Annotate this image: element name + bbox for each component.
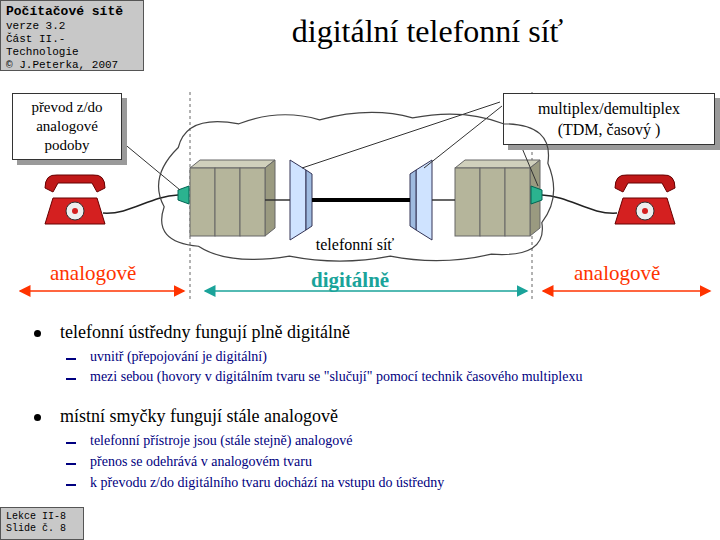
multiplexer [290,160,306,240]
slide-title: digitální telefonní síť [139,14,716,49]
bullet-text: telefonní ústředny fungují plně digitáln… [60,322,350,343]
node-text: Slide č. 8 [6,523,78,535]
callout-box: převod z/do analogové podoby [12,93,122,160]
bullet-dot [34,330,41,337]
telephone [615,175,675,224]
node-text: převod z/do analogové podoby [18,98,116,155]
node-text: © J.Peterka, 2007 [6,59,138,72]
node-text: verze 3.2 [6,20,138,33]
trunk-link [432,199,455,201]
bullet-text: k převodu z/do digitálního tvaru dochází… [90,475,444,491]
callout-box: multiplex/demultiplex (TDM, časový ) [503,93,715,145]
bullet-text: mezi sebou (hovory v digitálním tvaru se… [90,369,650,385]
range-label: analogově [574,261,660,286]
range-arrow [543,290,710,292]
node-text: Počítačové sítě [6,4,138,20]
trunk-line [312,198,410,202]
footer-box: Lekce II-8Slide č. 8 [0,507,84,540]
bullet-dash [66,463,76,465]
bullet-dash [66,378,76,380]
node-text: telefonní síť [148,236,562,254]
demultiplexer [416,160,432,240]
exchange-switch [455,160,540,236]
network-cloud: telefonní síť [148,108,562,266]
ad-converter [531,186,542,204]
leader-line [122,142,180,190]
header-box: Počítačové sítěverze 3.2Část II.-Technol… [0,0,144,71]
node-text: Část II.-Technologie [6,33,138,59]
leader-line [302,102,500,168]
bullet-text: uvnitř (přepojování je digitální) [90,349,267,365]
bullet-dot [34,414,41,421]
exchange-switch [190,160,275,236]
multiplexer [306,170,312,230]
phone-cord [103,195,178,213]
node-text: multiplex/demultiplex (TDM, časový ) [522,98,696,140]
range-label: digitálně [311,268,389,293]
range-label: analogově [50,261,136,286]
bullet-text: přenos se odehrává v analogovém tvaru [90,454,312,470]
leader-line [424,106,502,168]
demultiplexer [410,170,416,230]
node-text: Lekce II-8 [6,511,78,523]
ad-converter [178,186,189,204]
bullet-text: telefonní přístroje jsou (stále stejně) … [90,433,352,449]
range-arrow [20,290,184,292]
telephone [45,175,105,224]
bullet-text: místní smyčky fungují stále analogově [60,406,338,427]
trunk-link [265,199,290,201]
bullet-dash [66,484,76,486]
bullet-dash [66,358,76,360]
bullet-dash [66,442,76,444]
